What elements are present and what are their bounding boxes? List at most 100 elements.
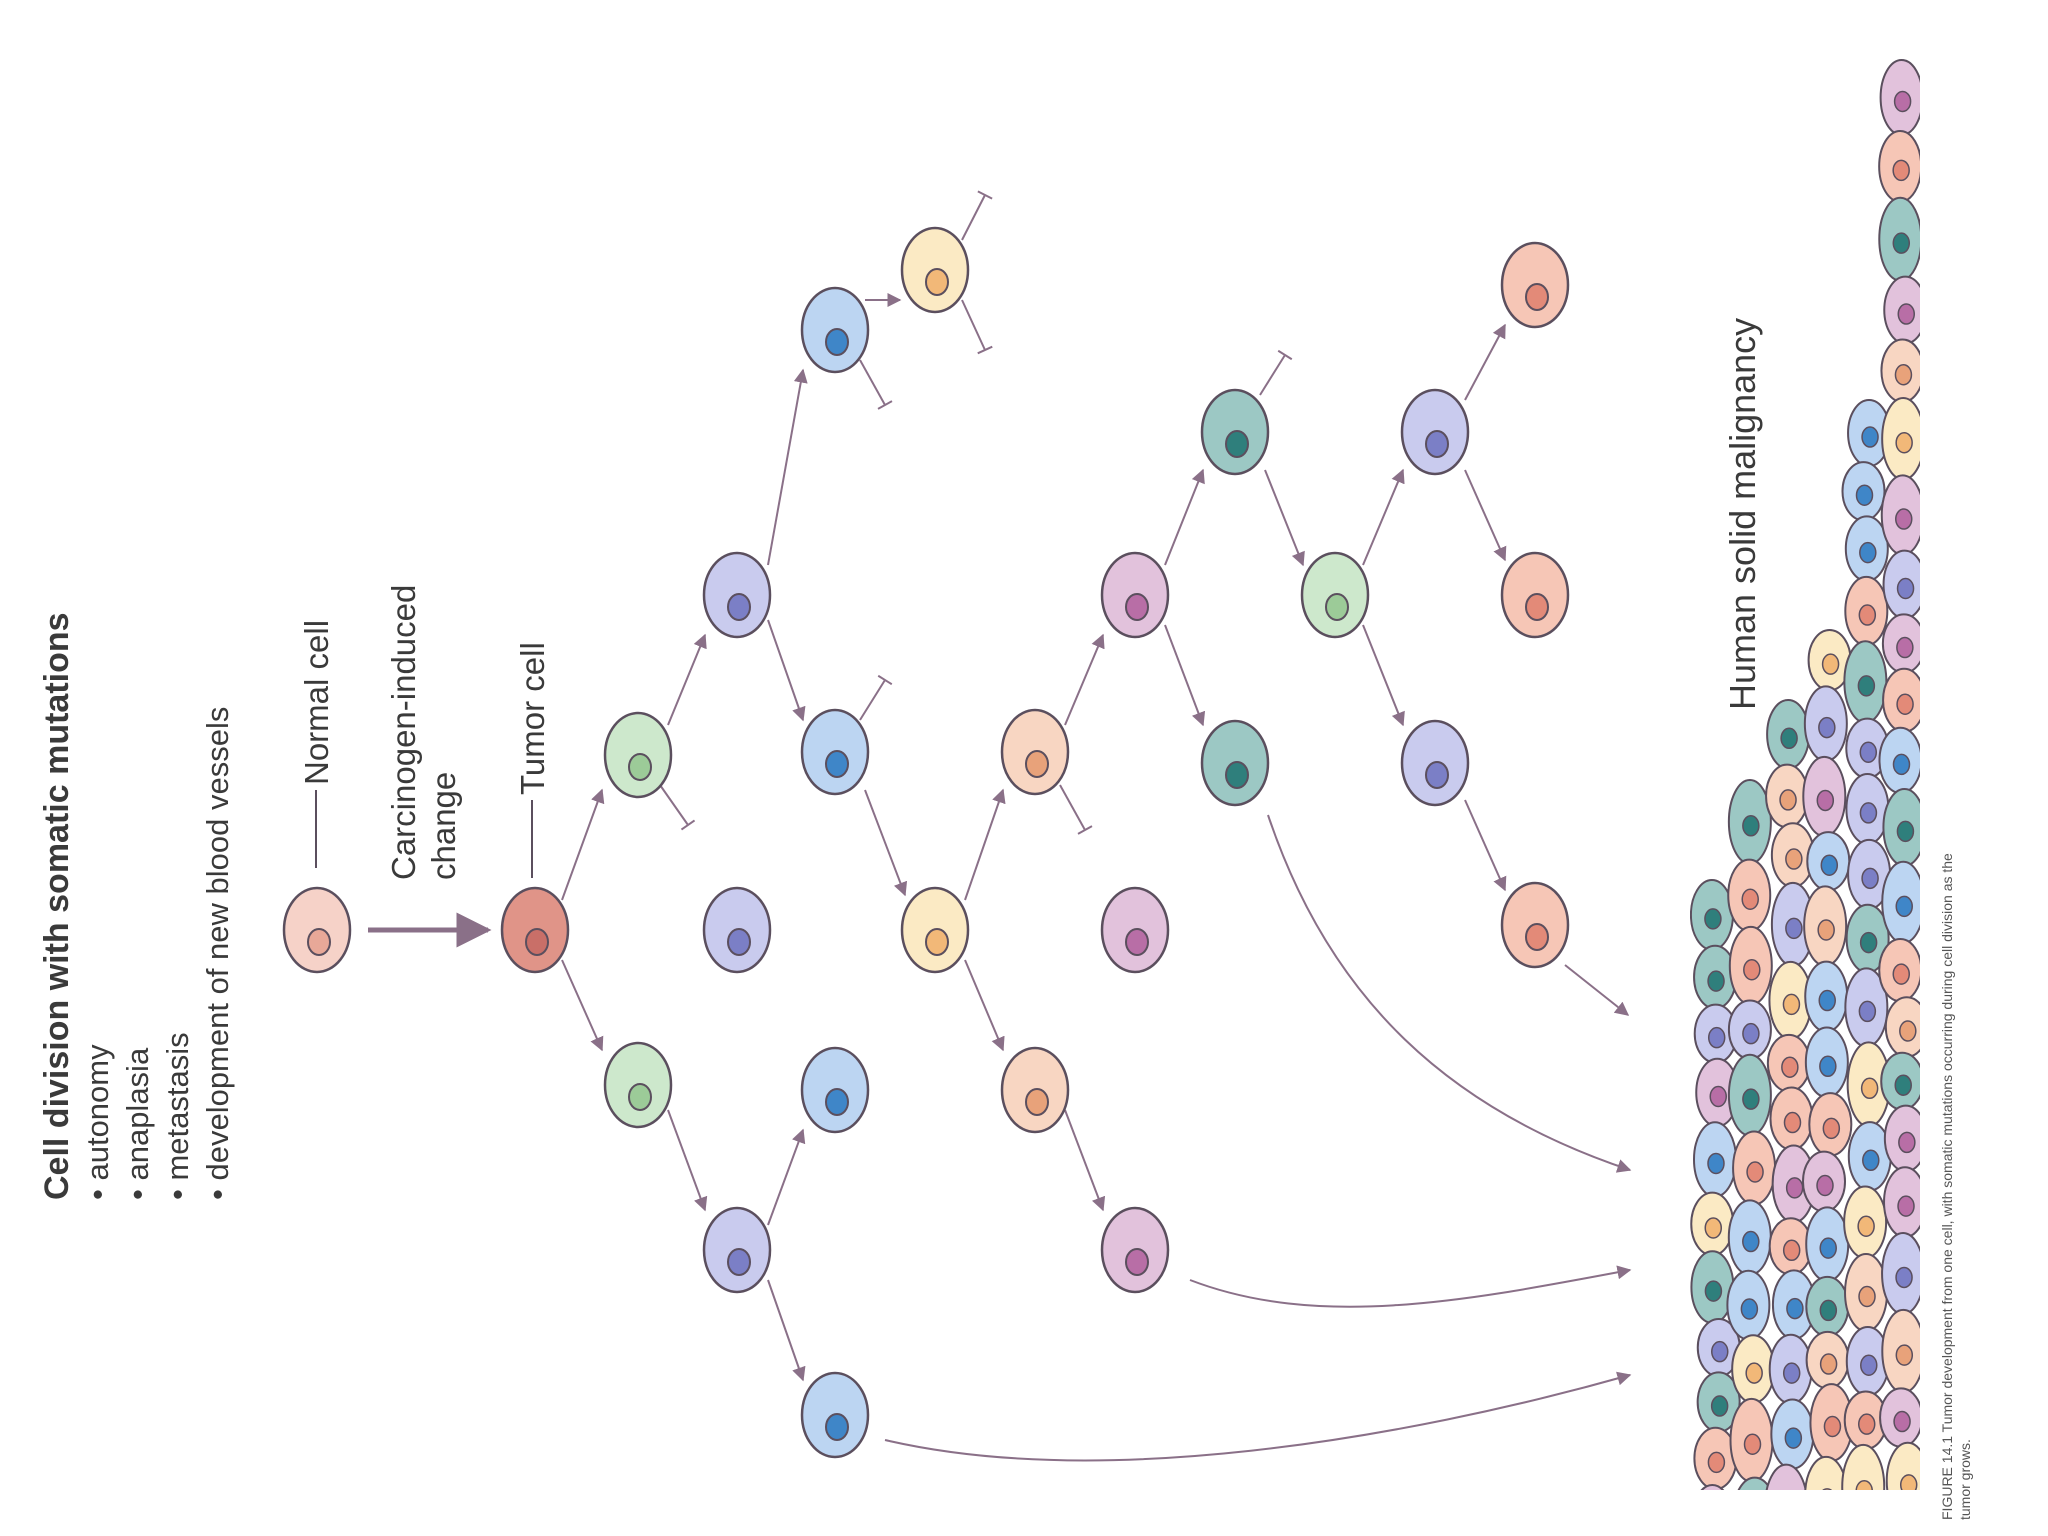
mass-cell-peach (1880, 338, 1920, 403)
dividing-cells (282, 226, 1570, 1459)
caption-line1: FIGURE 14.1 Tumor development from one c… (1939, 853, 1955, 1520)
mass-cell-blue (1881, 860, 1920, 944)
division-arrow (561, 788, 605, 901)
division-arrow (1264, 469, 1305, 567)
mass-cell-teal (1696, 1371, 1741, 1433)
mass-cell-blue (1847, 1121, 1892, 1192)
mass-cell-teal (1737, 1476, 1772, 1490)
division-arrow (964, 959, 1005, 1052)
mass-cell-teal (1878, 196, 1920, 282)
cell-salmon (1500, 881, 1570, 969)
mass-cell-salmon (1729, 1397, 1774, 1483)
change-label-line2: change (425, 772, 462, 880)
mass-cell-lavender (1727, 999, 1772, 1060)
mass-cell-teal (1690, 879, 1734, 951)
division-arrow (1464, 469, 1507, 562)
mass-cell-salmon (1766, 1033, 1811, 1093)
division-arrow (964, 788, 1006, 901)
figure-caption: FIGURE 14.1 Tumor development from one c… (1939, 853, 1973, 1520)
heading-bullet-4: • development of new blood vessels (200, 707, 235, 1200)
cell-salmon (1500, 551, 1570, 639)
mass-cell-pink (1765, 1463, 1807, 1490)
arrow-to-malignancy (1267, 814, 1632, 1173)
mass-cell-salmon (1844, 575, 1889, 647)
division-arrow (667, 1109, 708, 1212)
mass-cell-blue (1770, 1398, 1815, 1470)
mass-cell-pink (1695, 1057, 1740, 1128)
mass-cell-cream (1846, 1041, 1891, 1128)
mass-cell-salmon (1727, 858, 1772, 932)
mass-cell-cream (1843, 1185, 1888, 1260)
heading-bullet-1: • autonomy (80, 1044, 115, 1200)
division-arrow (1362, 624, 1405, 727)
mass-cell-blue (1806, 831, 1851, 892)
mass-cell-blue (1878, 726, 1920, 794)
cell-pink (1100, 1206, 1170, 1294)
mass-cell-salmon (1809, 1383, 1854, 1462)
mass-cell-salmon (1878, 129, 1920, 203)
division-arrow (1164, 624, 1206, 727)
mass-cell-peach (1803, 885, 1848, 967)
mass-cell-lavender (1881, 1232, 1920, 1315)
dead-end-marker (961, 299, 993, 355)
cell-salmon (1500, 241, 1570, 329)
cell-pink (1100, 886, 1170, 974)
cell-lavender (1400, 719, 1470, 807)
mass-cell-salmon (1693, 1426, 1738, 1490)
mass-cell-teal (1843, 640, 1888, 724)
cell-peach (1000, 708, 1070, 796)
mass-cell-teal (1805, 1275, 1850, 1337)
mass-cell-lavender (1844, 967, 1889, 1048)
mass-cell-blue (1804, 1026, 1849, 1099)
mass-cell-lavender (1768, 1333, 1813, 1405)
mass-cell-cream (1841, 1443, 1886, 1490)
division-arrow (667, 633, 707, 726)
arrow-to-malignancy (1189, 1265, 1632, 1308)
mass-cell-cream (1885, 1441, 1920, 1490)
heading-title: Cell division with somatic mutations (38, 612, 76, 1200)
heading-block: Cell division with somatic mutations • a… (38, 612, 235, 1200)
mass-cell-pink (1879, 59, 1920, 136)
dead-end-marker (1059, 784, 1093, 835)
mass-cell-pink (1879, 1387, 1920, 1448)
mass-cell-cream (1881, 397, 1920, 481)
dead-end-marker (659, 784, 696, 831)
mass-cell-blue (1804, 960, 1849, 1033)
cell-lavender (702, 1206, 772, 1294)
mass-cell-blue (1727, 1199, 1772, 1276)
dead-end-marker (1259, 349, 1293, 396)
solid-malignancy-mass (1690, 59, 1920, 1490)
caption-line2: tumor grows. (1957, 1439, 1973, 1520)
heading-bullet-3: • metastasis (160, 1032, 195, 1200)
mass-cell-lavender (1882, 549, 1920, 620)
division-arrow (1464, 799, 1507, 892)
mass-cell-salmon (1808, 1092, 1853, 1157)
cell-cream (900, 226, 970, 314)
mass-cell-blue (1726, 1269, 1771, 1341)
cell-cream (900, 886, 970, 974)
mass-cell-salmon (1882, 667, 1920, 733)
division-arrow (561, 959, 604, 1052)
division-arrow (1064, 633, 1105, 726)
mass-cell-pink (1883, 275, 1920, 345)
mass-cell-peach (1844, 1253, 1889, 1333)
cell-teal (1200, 388, 1270, 476)
mass-cell-teal (1880, 1051, 1920, 1111)
mass-cell-salmon (1878, 937, 1920, 1003)
mass-cell-pink (1883, 1166, 1920, 1239)
mass-cell-teal (1766, 699, 1811, 770)
malignancy-label: Human solid malignancy (1722, 318, 1763, 710)
division-arrow (1362, 468, 1405, 566)
mass-cell-lavender (1803, 685, 1848, 762)
mass-cell-lavender (1845, 772, 1890, 845)
normal-cell-label: Normal cell (298, 620, 335, 785)
mass-cell-pink (1880, 474, 1920, 556)
mass-cell-salmon (1732, 1130, 1777, 1206)
mass-cell-pink (1802, 755, 1847, 838)
mass-cell-blue (1844, 515, 1889, 582)
division-arrow (767, 368, 808, 566)
cell-blue (800, 1046, 870, 1134)
cell-green (603, 1041, 673, 1129)
